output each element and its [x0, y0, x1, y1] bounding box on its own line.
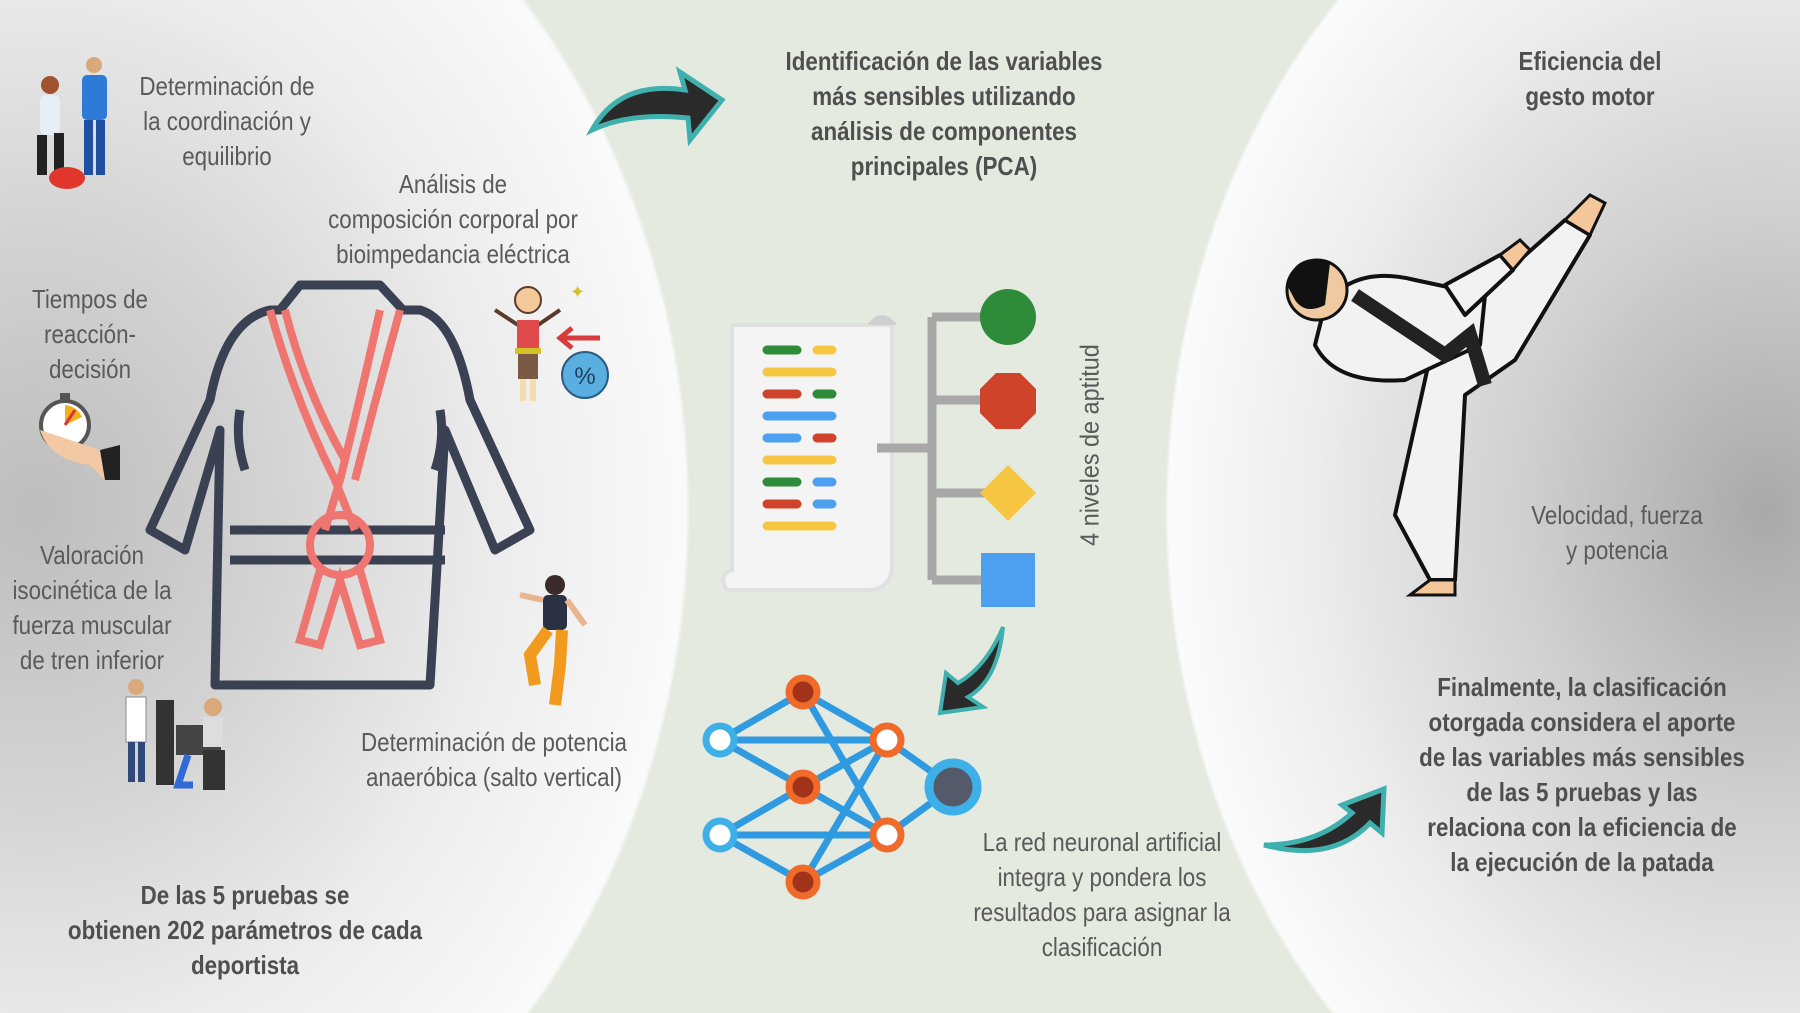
karate-kick-icon — [1285, 193, 1607, 597]
text-line: Valoración — [39, 540, 145, 570]
text-line: de las 5 pruebas y las — [1466, 777, 1698, 807]
text-line: integra y pondera los — [997, 862, 1207, 892]
summary-text: De las 5 pruebas se obtienen 202 parámet… — [68, 878, 422, 983]
text-line: deportista — [190, 950, 300, 980]
text-line: y potencia — [1566, 535, 1668, 565]
pca-heading: Identificación de las variables más sens… — [786, 44, 1103, 184]
karate-gi-icon — [145, 280, 535, 690]
arrow-right-icon — [585, 66, 726, 147]
text-line: equilibrio — [182, 141, 272, 171]
coordination-therapy-icon — [37, 57, 107, 189]
text-line: Eficiencia del — [1518, 46, 1662, 76]
text-line: Determinación de — [139, 71, 315, 101]
vertical-jump-icon — [519, 575, 588, 706]
ann-description: La red neuronal artificial integra y pon… — [973, 825, 1230, 965]
anaerobic-power-label: Determinación de potencia anaeróbica (sa… — [361, 725, 627, 795]
text-line: de las variables más sensibles — [1419, 742, 1745, 772]
levels-label: 4 niveles de aptitud — [1074, 344, 1105, 546]
level-diamond — [980, 465, 1036, 521]
text-line: otorgada considera el aporte — [1428, 707, 1736, 737]
text-line: anaeróbica (salto vertical) — [365, 762, 623, 792]
isokinetic-machine-icon — [125, 679, 225, 790]
isokinetic-label: Valoración isocinética de la fuerza musc… — [12, 538, 171, 678]
text-line: de tren inferior — [19, 645, 165, 675]
level-octagon — [980, 373, 1036, 429]
stopwatch-icon — [39, 393, 120, 480]
arrow-down-icon — [937, 626, 1005, 716]
text-line: isocinética de la — [12, 575, 172, 605]
coordination-label: Determinación de la coordinación y equil… — [139, 69, 314, 174]
text-line: principales (PCA) — [850, 151, 1038, 181]
text-line: relaciona con la eficiencia de — [1427, 812, 1737, 842]
text-line: Análisis de — [398, 169, 508, 199]
text-line: obtienen 202 parámetros de cada — [67, 915, 423, 945]
text-line: decisión — [48, 354, 132, 384]
text-line: resultados para asignar la — [973, 897, 1231, 927]
bioimpedance-icon: ✦ % — [493, 282, 609, 401]
attributes-label: Velocidad, fuerza y potencia — [1531, 498, 1703, 568]
reaction-time-label: Tiempos de reacción- decisión — [32, 282, 148, 387]
neural-network-icon — [702, 674, 982, 900]
percent-symbol: % — [574, 363, 595, 390]
text-line: Tiempos de — [32, 284, 148, 314]
text-line: Velocidad, fuerza — [1531, 500, 1703, 530]
text-line: la coordinación y — [143, 106, 311, 136]
text-line: fuerza muscular — [12, 610, 172, 640]
text-line: La red neuronal artificial — [982, 827, 1222, 857]
pca-document-tree-icon — [721, 289, 1036, 607]
text-line: gesto motor — [1525, 81, 1655, 111]
text-line: Finalmente, la clasificación — [1437, 672, 1727, 702]
level-circle — [980, 289, 1036, 345]
conclusion-text: Finalmente, la clasificación otorgada co… — [1419, 670, 1745, 880]
text-line: composición corporal por — [328, 204, 578, 234]
body-composition-label: Análisis de composición corporal por bio… — [328, 167, 578, 272]
text-line: análisis de componentes — [811, 116, 1077, 146]
text-line: la ejecución de la patada — [1450, 847, 1714, 877]
text-line: clasificación — [1041, 932, 1163, 962]
efficiency-heading: Eficiencia del gesto motor — [1519, 44, 1662, 114]
text-line: bioimpedancia eléctrica — [336, 239, 570, 269]
text-line: De las 5 pruebas se — [140, 880, 350, 910]
text-line: Identificación de las variables — [785, 46, 1103, 76]
arrow-up-right-icon — [1263, 785, 1387, 854]
text-line: reacción- — [44, 319, 136, 349]
svg-text:✦: ✦ — [570, 282, 585, 302]
level-square — [981, 553, 1035, 607]
text-line: Determinación de potencia — [361, 727, 627, 757]
text-line: más sensibles utilizando — [812, 81, 1076, 111]
